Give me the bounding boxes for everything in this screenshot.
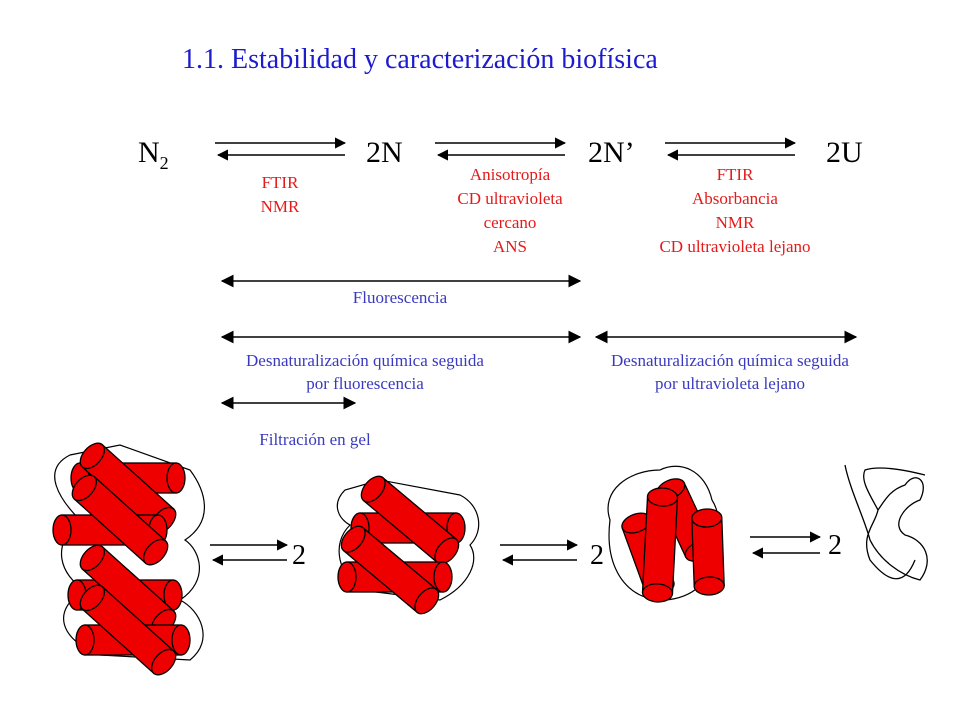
monomer-native-structure xyxy=(336,471,480,619)
equilibrium-arrows-bottom xyxy=(210,531,822,566)
state-n2-subscript: 2 xyxy=(159,153,169,173)
method-label: FTIR xyxy=(716,165,754,184)
desnaturalizacion-fluorescencia: Desnaturalización química seguida por fl… xyxy=(210,349,520,395)
range-arrows xyxy=(220,274,858,410)
filtracion-label: Filtración en gel xyxy=(259,430,371,449)
state-n2: N2 xyxy=(138,136,169,174)
page-title: 1.1. Estabilidad y caracterización biofí… xyxy=(182,44,658,75)
methods-n2-2n: FTIR NMR xyxy=(230,171,330,219)
state-2n: 2N xyxy=(366,136,403,169)
state-2u: 2U xyxy=(826,136,863,169)
intermediate-structure xyxy=(607,465,726,604)
stoich-2-c: 2 xyxy=(828,530,842,561)
methods-2nprime-2u: FTIR Absorbancia NMR CD ultravioleta lej… xyxy=(630,163,840,259)
method-label: por fluorescencia xyxy=(306,374,424,393)
method-label: Desnaturalización química seguida xyxy=(246,351,484,370)
dimer-structure xyxy=(52,438,205,680)
method-label: Anisotropía xyxy=(469,165,551,184)
desnaturalizacion-uv: Desnaturalización química seguida por ul… xyxy=(575,349,885,395)
state-2n-prime: 2N’ xyxy=(588,136,635,169)
methods-2n-2nprime: Anisotropía CD ultravioleta cercano ANS xyxy=(415,163,605,259)
method-label: FTIR xyxy=(261,173,299,192)
method-label: Desnaturalización química seguida xyxy=(611,351,849,370)
stoich-2-a: 2 xyxy=(292,540,306,571)
method-label: ANS xyxy=(492,237,527,256)
equilibrium-arrows-top xyxy=(215,137,797,161)
unfolded-structure xyxy=(844,464,928,581)
method-label: cercano xyxy=(483,213,537,232)
fluorescencia-label: Fluorescencia xyxy=(352,288,448,307)
method-label: CD ultravioleta lejano xyxy=(659,237,811,256)
method-label: CD ultravioleta xyxy=(457,189,563,208)
method-label: Absorbancia xyxy=(692,189,778,208)
method-label: por ultravioleta lejano xyxy=(654,374,806,393)
method-label: NMR xyxy=(715,213,755,232)
state-n2-base: N xyxy=(138,136,160,169)
stoich-2-b: 2 xyxy=(590,540,604,571)
method-label: NMR xyxy=(260,197,300,216)
